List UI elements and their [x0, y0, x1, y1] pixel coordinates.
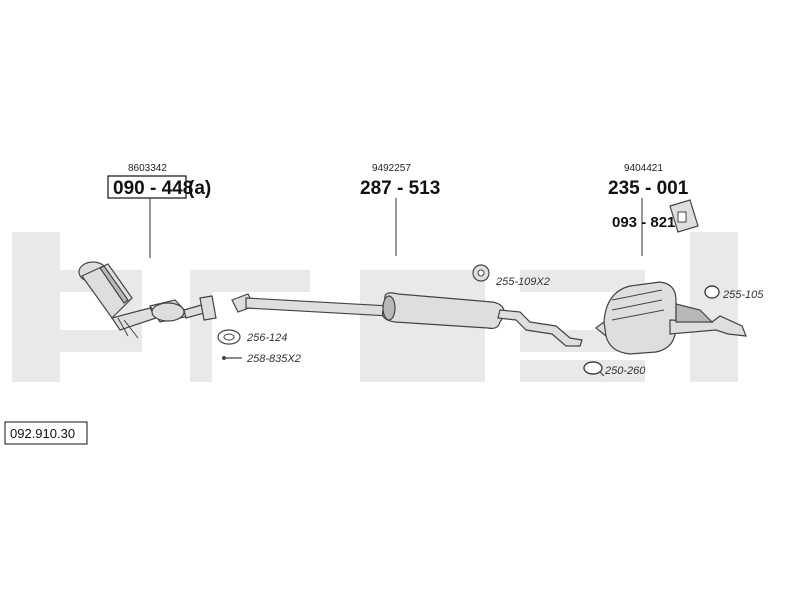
part-235-001[interactable]: 9404421 235 - 001 093 - 821	[595, 163, 747, 355]
part-label: 250-260	[604, 365, 646, 377]
bolt-icon	[222, 356, 242, 360]
part-number-box	[107, 175, 187, 199]
diagram-ref-box: 092.910.30	[4, 421, 88, 445]
part-label: 256-124	[246, 332, 287, 344]
rubber-ring-icon	[704, 285, 720, 299]
small-part-255-105[interactable]: 255-105	[704, 285, 764, 301]
rubber-mount-icon	[472, 264, 490, 282]
small-part-258-835X2[interactable]: 258-835X2	[222, 353, 301, 365]
part-number: 090 - 448	[113, 178, 193, 199]
middle-silencer-icon	[231, 292, 583, 347]
gasket-icon	[217, 329, 241, 345]
oem-number: 9492257	[372, 163, 411, 174]
rear-silencer-icon	[595, 281, 747, 355]
part-suffix: (a)	[188, 178, 211, 199]
small-part-256-124[interactable]: 256-124	[217, 329, 287, 345]
oem-number: 9404421	[624, 163, 663, 174]
small-part-250-260[interactable]: 250-260	[583, 361, 646, 377]
part-label: 255-109X2	[495, 276, 550, 288]
part-number: 235 - 001	[608, 178, 689, 199]
hanger-bracket-icon	[669, 199, 699, 233]
mount-part-number: 093 - 821	[612, 214, 675, 231]
diagram-ref: 092.910.30	[10, 426, 75, 441]
small-part-255-109X2[interactable]: 255-109X2	[472, 264, 550, 288]
catalytic-converter-icon	[78, 261, 217, 339]
clamp-icon	[583, 361, 605, 377]
part-label: 258-835X2	[246, 353, 301, 365]
part-number: 287 - 513	[360, 178, 440, 199]
part-287-513[interactable]: 9492257 287 - 513	[231, 163, 583, 347]
oem-number: 8603342	[128, 163, 167, 174]
part-label: 255-105	[722, 289, 764, 301]
part-090-448[interactable]: 8603342 090 - 448 (a)	[78, 163, 217, 339]
